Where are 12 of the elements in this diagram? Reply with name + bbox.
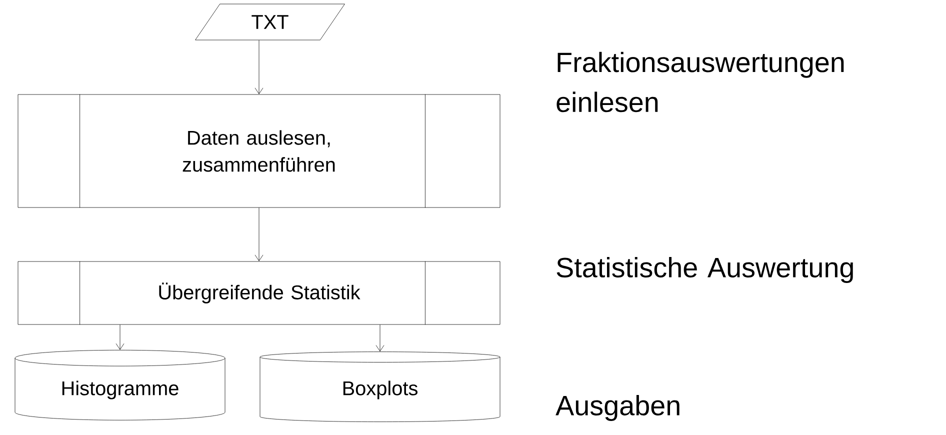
storage-cylinder: Boxplots [260,352,500,422]
process-box: Daten auslesen, zusammenführen [18,94,500,208]
arrow [376,324,384,352]
storage-cylinder: Histogramme [14,350,226,420]
step-label: Fraktionsauswertungen einlesen [556,52,844,112]
arrow [116,324,124,350]
data-parallelogram: TXT [195,4,345,40]
step-label: Statistische Auswertung [556,257,853,283]
arrow [254,40,264,94]
process-box: Übergreifende Statistik [18,261,500,325]
step-label: Ausgaben [556,395,680,421]
arrow [254,208,264,262]
